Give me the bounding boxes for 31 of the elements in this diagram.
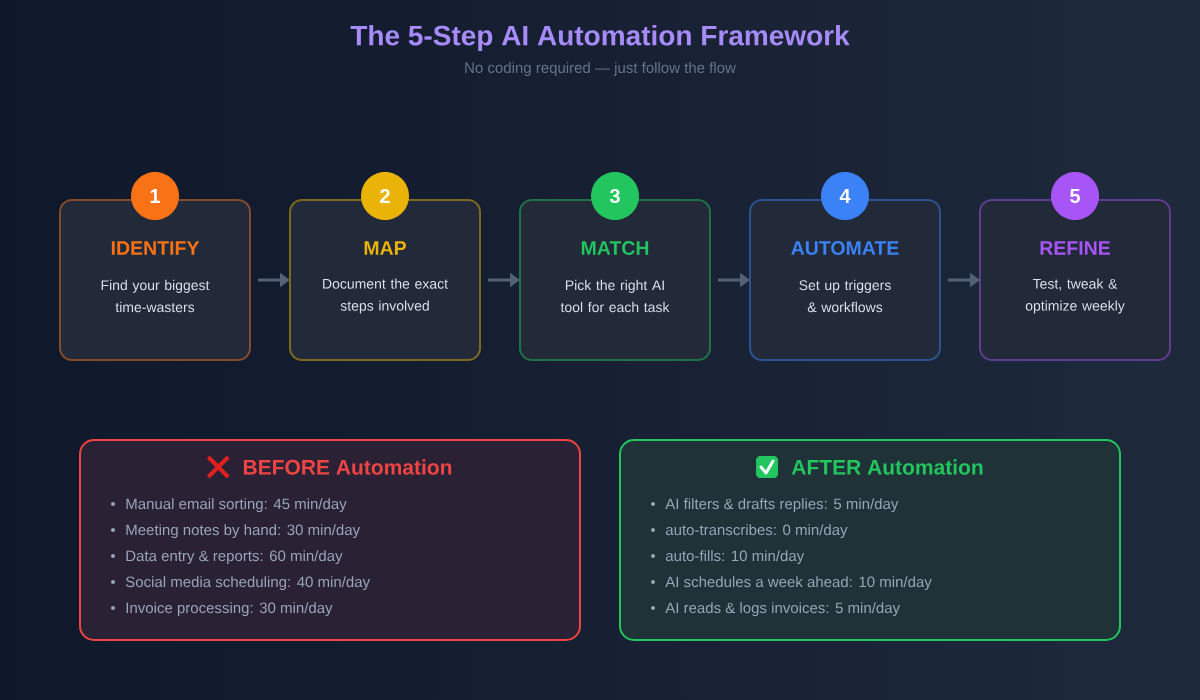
list-item: AI filters & drafts replies: 5 min/day <box>665 498 899 513</box>
step-description: Test, tweak & optimize weekly <box>1025 278 1125 314</box>
comparison-panel <box>619 439 1121 641</box>
step-title: IDENTIFY <box>111 241 200 255</box>
list-item: AI schedules a week ahead: 10 min/day <box>665 576 932 591</box>
list-item: auto-transcribes: 0 min/day <box>665 524 848 539</box>
step-title: MATCH <box>581 241 649 255</box>
step-description: Find your biggest time-wasters <box>101 279 210 313</box>
step-description: Set up triggers & workflows <box>799 279 891 313</box>
step-description: Document the exact steps involved <box>323 278 448 314</box>
list-item: Manual email sorting: 45 min/day <box>126 498 347 513</box>
number-badge: 5 <box>1051 172 1099 220</box>
number-badge: 4 <box>821 172 869 220</box>
title: The 5-Step AI Automation Framework <box>350 24 850 52</box>
step-description: Pick the right AI tool for each task <box>560 279 670 313</box>
step-title: REFINE <box>1040 241 1110 255</box>
number-badge: 1 <box>131 172 179 220</box>
step-title: AUTOMATE <box>791 241 899 255</box>
list-item: Invoice processing: 30 min/day <box>126 602 333 617</box>
list-item: Data entry & reports: 60 min/day <box>126 550 343 565</box>
panel-heading: AFTER Automation <box>791 459 983 475</box>
list-item: Meeting notes by hand: 30 min/day <box>126 524 361 539</box>
step-title: MAP <box>364 241 406 255</box>
number-badge: 2 <box>361 172 409 220</box>
subtitle: No coding required — just follow the flow <box>465 62 736 76</box>
comparison-panel <box>79 439 581 641</box>
list-item: AI reads & logs invoices: 5 min/day <box>665 602 901 617</box>
list-item: auto-fills: 10 min/day <box>665 550 805 565</box>
list-item: Social media scheduling: 40 min/day <box>125 576 371 591</box>
number-badge: 3 <box>591 172 639 220</box>
panel-heading: BEFORE Automation <box>243 459 452 475</box>
